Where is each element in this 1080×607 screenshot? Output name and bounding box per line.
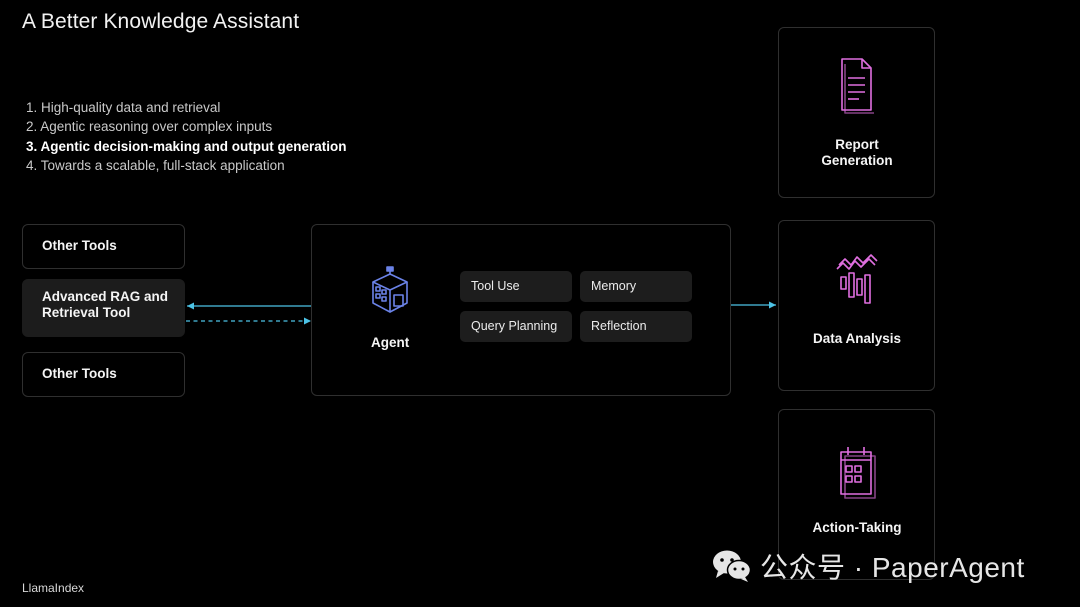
other-tools-card-bottom: Other Tools (22, 352, 185, 397)
report-generation-label: Report Generation (821, 137, 893, 168)
other-tools-label-bottom: Other Tools (42, 366, 117, 381)
step-list: 1. High-quality data and retrieval 2. Ag… (26, 98, 347, 175)
step-item-2: 2. Agentic reasoning over complex inputs (26, 119, 273, 135)
agent-box: Agent Tool Use Memory Query Planning Ref… (311, 224, 731, 396)
llamaindex-logo-text: LlamaIndex (22, 581, 85, 595)
rag-tool-label: Advanced RAG and Retrieval Tool (42, 289, 169, 320)
other-tools-label-top: Other Tools (42, 238, 117, 253)
document-icon (841, 58, 874, 114)
chip-memory: Memory (580, 271, 692, 302)
rag-agent-connectors (186, 302, 311, 325)
rag-tool-card: Advanced RAG and Retrieval Tool (22, 279, 185, 337)
step-item-3: 3. Agentic decision-making and output ge… (26, 138, 347, 154)
wechat-icon (713, 550, 752, 582)
report-generation-card: Report Generation (778, 27, 935, 198)
chip-reflection: Reflection (580, 311, 692, 342)
watermark-text: 公众号 · PaperAgent (760, 552, 1025, 583)
chip-query-planning: Query Planning (460, 311, 572, 342)
bar-chart-icon (836, 254, 878, 304)
action-taking-card: Action-Taking (778, 409, 935, 580)
agent-label: Agent (371, 335, 410, 350)
agent-building-icon (372, 266, 408, 313)
page-title: A Better Knowledge Assistant (22, 10, 300, 33)
watermark: 公众号 · PaperAgent (712, 546, 1025, 586)
other-tools-card-top: Other Tools (22, 224, 185, 269)
agent-to-output-arrow (731, 301, 776, 309)
chip-tool-use: Tool Use (460, 271, 572, 302)
step-item-4: 4. Towards a scalable, full-stack applic… (26, 157, 285, 173)
calendar-icon (840, 447, 876, 499)
data-analysis-card: Data Analysis (778, 220, 935, 391)
action-taking-label: Action-Taking (812, 520, 902, 535)
data-analysis-label: Data Analysis (812, 331, 902, 346)
step-item-1: 1. High-quality data and retrieval (26, 100, 221, 115)
